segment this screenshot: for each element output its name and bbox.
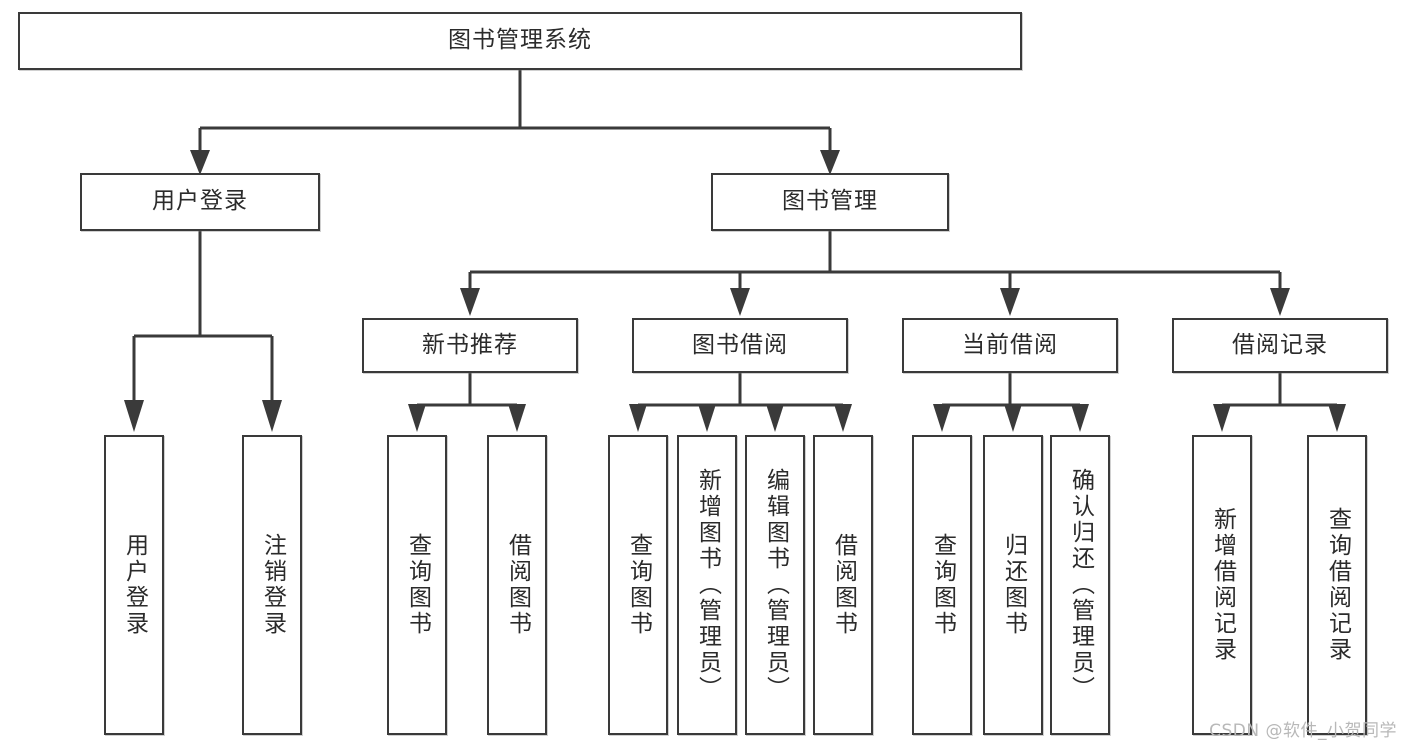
arrowhead-leaf-user-login bbox=[124, 400, 144, 432]
leaf-query-book-1[interactable]: 查询图书 bbox=[387, 435, 447, 735]
leaf-query-book-3-label: 查询图书 bbox=[929, 533, 956, 637]
leaf-query-book-2-label: 查询图书 bbox=[625, 533, 652, 637]
node-book-borrow[interactable]: 图书借阅 bbox=[632, 318, 848, 373]
node-book-manage[interactable]: 图书管理 bbox=[711, 173, 949, 231]
arrowhead-book-manage bbox=[820, 150, 840, 175]
node-borrow-record-label: 借阅记录 bbox=[1232, 331, 1328, 358]
leaf-user-login[interactable]: 用户登录 bbox=[104, 435, 164, 735]
leaf-logout-label: 注销登录 bbox=[259, 533, 286, 637]
arrowhead-borrow-record bbox=[1270, 288, 1290, 316]
node-new-book-recommend[interactable]: 新书推荐 bbox=[362, 318, 578, 373]
arrowhead-leaf-borrow-book-1 bbox=[508, 404, 526, 432]
node-borrow-record[interactable]: 借阅记录 bbox=[1172, 318, 1388, 373]
leaf-return-book[interactable]: 归还图书 bbox=[983, 435, 1043, 735]
leaf-add-record-label: 新增借阅记录 bbox=[1209, 507, 1236, 663]
leaf-query-record[interactable]: 查询借阅记录 bbox=[1307, 435, 1367, 735]
leaf-return-book-label: 归还图书 bbox=[1000, 533, 1027, 637]
leaf-borrow-book-1-label: 借阅图书 bbox=[504, 533, 531, 637]
leaf-confirm-return-label: 确认归还（管理员） bbox=[1067, 468, 1094, 702]
arrowhead-leaf-edit-book bbox=[766, 404, 784, 432]
leaf-borrow-book-1[interactable]: 借阅图书 bbox=[487, 435, 547, 735]
leaf-query-record-label: 查询借阅记录 bbox=[1324, 507, 1351, 663]
node-user-login-label: 用户登录 bbox=[152, 188, 248, 215]
node-root[interactable]: 图书管理系统 bbox=[18, 12, 1022, 70]
node-user-login[interactable]: 用户登录 bbox=[80, 173, 320, 231]
leaf-query-book-2[interactable]: 查询图书 bbox=[608, 435, 668, 735]
arrowhead-leaf-query-record bbox=[1328, 404, 1346, 432]
node-book-manage-label: 图书管理 bbox=[782, 188, 878, 215]
arrowhead-leaf-confirm-return bbox=[1071, 404, 1089, 432]
arrowhead-leaf-add-book bbox=[698, 404, 716, 432]
leaf-edit-book-label: 编辑图书（管理员） bbox=[762, 468, 789, 702]
node-current-borrow-label: 当前借阅 bbox=[962, 331, 1058, 358]
arrowhead-user-login bbox=[190, 150, 210, 175]
leaf-add-record[interactable]: 新增借阅记录 bbox=[1192, 435, 1252, 735]
leaf-query-book-1-label: 查询图书 bbox=[404, 533, 431, 637]
leaf-logout[interactable]: 注销登录 bbox=[242, 435, 302, 735]
node-new-book-recommend-label: 新书推荐 bbox=[422, 331, 518, 358]
arrowhead-new-book-recommend bbox=[460, 288, 480, 316]
leaf-add-book[interactable]: 新增图书（管理员） bbox=[677, 435, 737, 735]
node-current-borrow[interactable]: 当前借阅 bbox=[902, 318, 1118, 373]
node-book-borrow-label: 图书借阅 bbox=[692, 331, 788, 358]
leaf-confirm-return[interactable]: 确认归还（管理员） bbox=[1050, 435, 1110, 735]
leaf-add-book-label: 新增图书（管理员） bbox=[694, 468, 721, 702]
leaf-edit-book[interactable]: 编辑图书（管理员） bbox=[745, 435, 805, 735]
csdn-watermark: CSDN @软件_小贺同学 bbox=[1209, 721, 1397, 741]
arrowhead-leaf-query-book-2 bbox=[629, 404, 647, 432]
arrowhead-leaf-logout bbox=[262, 400, 282, 432]
arrowhead-leaf-borrow-book-2 bbox=[834, 404, 852, 432]
leaf-borrow-book-2[interactable]: 借阅图书 bbox=[813, 435, 873, 735]
arrowhead-leaf-add-record bbox=[1213, 404, 1231, 432]
leaf-borrow-book-2-label: 借阅图书 bbox=[830, 533, 857, 637]
arrowhead-book-borrow bbox=[730, 288, 750, 316]
arrowhead-current-borrow bbox=[1000, 288, 1020, 316]
leaf-query-book-3[interactable]: 查询图书 bbox=[912, 435, 972, 735]
leaf-user-login-label: 用户登录 bbox=[121, 533, 148, 637]
node-root-label: 图书管理系统 bbox=[448, 27, 592, 54]
arrowhead-leaf-return-book bbox=[1004, 404, 1022, 432]
arrowhead-leaf-query-book-1 bbox=[408, 404, 426, 432]
arrowhead-leaf-query-book-3 bbox=[933, 404, 951, 432]
